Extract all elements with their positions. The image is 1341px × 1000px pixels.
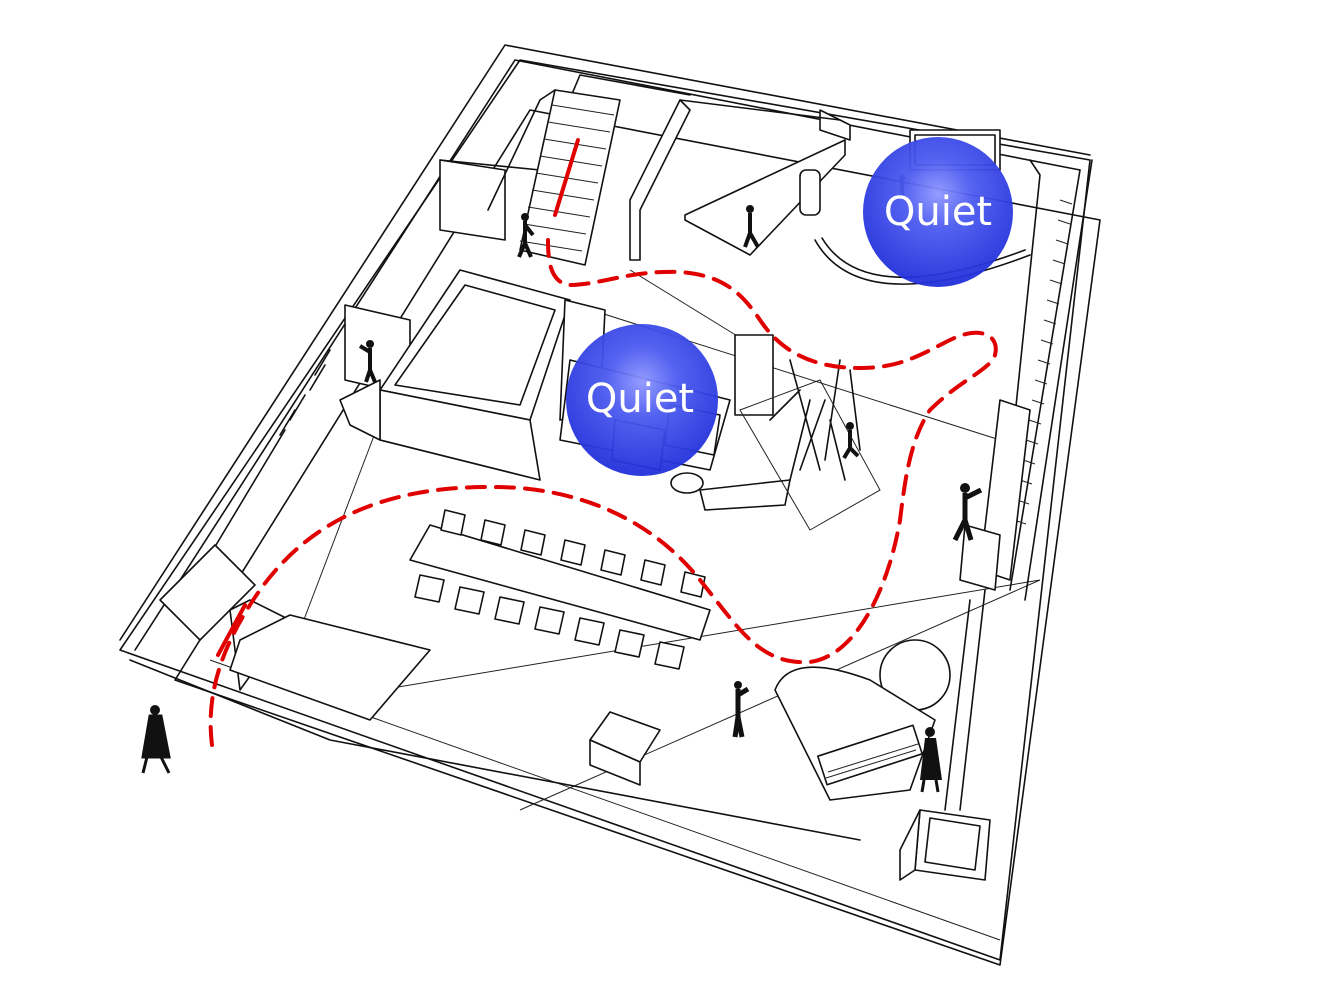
sculpture-area — [739, 359, 881, 531]
person-figure-icon — [141, 705, 171, 774]
quiet-zone-label: Quiet — [586, 376, 694, 422]
person-figure-icon — [842, 422, 860, 460]
stairs — [487, 89, 621, 266]
outer-walls — [119, 44, 1093, 841]
circulation-route — [208, 138, 998, 747]
person-figure-icon — [732, 681, 750, 738]
person-figure-icon — [743, 205, 760, 248]
person-figure-icon — [920, 727, 942, 793]
planter — [899, 809, 991, 881]
piano-icon — [774, 639, 951, 801]
central-box-room — [339, 269, 606, 481]
person-figure-icon — [952, 483, 983, 542]
person-figure-icon — [358, 340, 377, 383]
entry — [159, 544, 661, 786]
quiet-zone-label: Quiet — [884, 189, 992, 235]
quiet-zone-upper: Quiet — [863, 137, 1013, 287]
conference-table — [409, 509, 711, 670]
person-figure-icon — [517, 213, 535, 258]
quiet-zone-lower: Quiet — [566, 324, 718, 476]
